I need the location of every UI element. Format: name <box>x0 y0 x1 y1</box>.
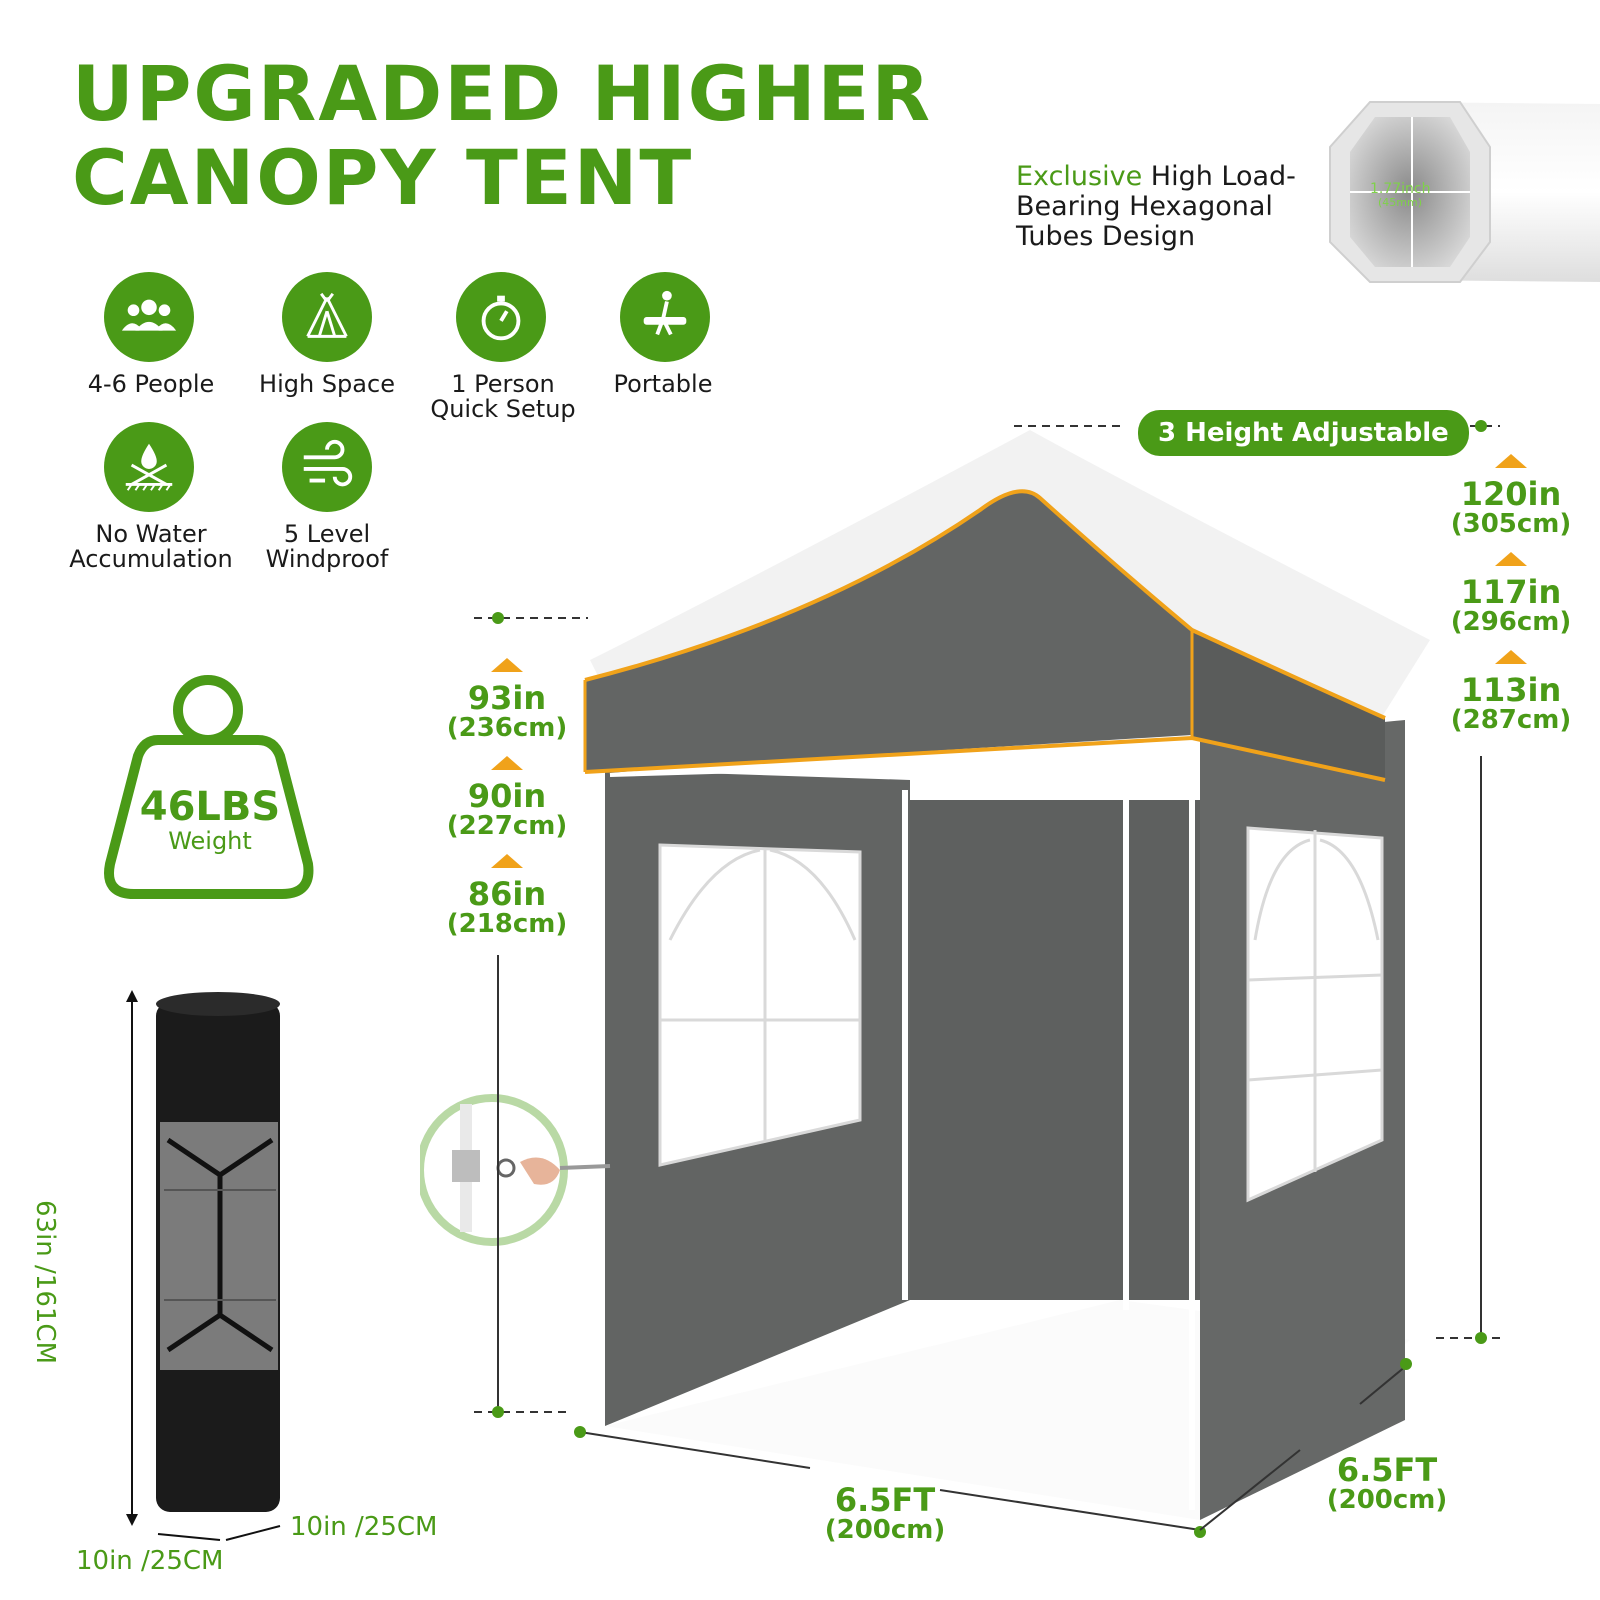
peak-height-2-sub: (296cm) <box>1450 607 1572 637</box>
depth-sub: (200cm) <box>1326 1485 1448 1515</box>
feature-no-water: No Water Accumulation <box>56 422 246 572</box>
feature-portable-label: Portable <box>613 370 713 398</box>
up-arrow-icon <box>1495 552 1527 566</box>
height-adjustable-pill: 3 Height Adjustable <box>1138 410 1469 456</box>
bag-width-label: 10in /25CM <box>290 1512 438 1542</box>
leg-height-1-sub: (236cm) <box>446 713 568 743</box>
peak-height-list: 120in (305cm) 117in (296cm) 113in (287cm… <box>1436 454 1586 734</box>
feature-windproof: 5 Level Windproof <box>232 422 422 572</box>
tube-inch-label: 1.77inch <box>1370 181 1431 197</box>
peak-height-2-value: 117in <box>1460 573 1562 611</box>
feature-windproof-line2: Windproof <box>265 545 389 573</box>
feature-windproof-label: 5 Level Windproof <box>232 522 422 572</box>
carry-bag-image <box>126 990 281 1541</box>
title-line-1: UPGRADED HIGHER <box>72 49 932 138</box>
peak-height-1-sub: (305cm) <box>1450 509 1572 539</box>
feature-people: 4-6 People <box>56 272 246 397</box>
leg-height-2-sub: (227cm) <box>446 811 568 841</box>
feature-quick-setup: 1 Person Quick Setup <box>408 272 598 422</box>
width-dimension: 6.5FT (200cm) <box>810 1484 960 1544</box>
feature-windproof-line1: 5 Level <box>283 520 371 548</box>
hex-tube-image: 1.77inch (45mm) <box>1329 101 1600 283</box>
bag-height-label: 63in /161CM <box>30 1200 60 1365</box>
page-title: UPGRADED HIGHER CANOPY TENT <box>72 52 932 220</box>
width-value: 6.5FT <box>834 1481 936 1519</box>
up-arrow-icon <box>491 854 523 868</box>
width-sub: (200cm) <box>824 1515 946 1545</box>
leg-height-3-sub: (218cm) <box>446 909 568 939</box>
up-arrow-icon <box>491 658 523 672</box>
weight-text: 46LBS Weight <box>120 786 300 854</box>
leg-height-2-value: 90in <box>467 777 547 815</box>
leg-height-1-value: 93in <box>467 679 547 717</box>
stopwatch-icon <box>456 272 546 362</box>
feature-no-water-line1: No Water <box>95 520 207 548</box>
feature-no-water-label: No Water Accumulation <box>56 522 246 572</box>
peak-height-3-value: 113in <box>1460 671 1562 709</box>
feature-quick-setup-line1: 1 Person <box>451 370 555 398</box>
up-arrow-icon <box>1495 650 1527 664</box>
weight-label: Weight <box>168 827 252 855</box>
bag-depth-label: 10in /25CM <box>76 1546 224 1576</box>
feature-high-space-label: High Space <box>259 370 395 398</box>
wind-icon <box>282 422 372 512</box>
leg-height-list: 93in (236cm) 90in (227cm) 86in (218cm) <box>432 658 582 938</box>
hex-caption-line2: Bearing Hexagonal <box>1016 191 1273 222</box>
tube-mm-label: (45mm) <box>1378 196 1422 209</box>
people-icon <box>104 272 194 362</box>
peak-height-3-sub: (287cm) <box>1450 705 1572 735</box>
weight-value: 46LBS <box>139 784 281 830</box>
title-line-2: CANOPY TENT <box>72 133 694 222</box>
depth-dimension: 6.5FT (200cm) <box>1312 1454 1462 1514</box>
feature-high-space: High Space <box>232 272 422 397</box>
hex-highlight: Exclusive <box>1016 161 1143 192</box>
hex-caption-line3: Tubes Design <box>1016 221 1196 252</box>
feature-portable: Portable <box>568 272 758 397</box>
leg-height-3-value: 86in <box>467 875 547 913</box>
feature-people-label: 4-6 People <box>87 370 215 398</box>
up-arrow-icon <box>491 756 523 770</box>
tent-icon <box>282 272 372 362</box>
carry-person-icon <box>620 272 710 362</box>
tent-image <box>420 420 1506 1538</box>
weight-icon <box>104 675 314 899</box>
depth-value: 6.5FT <box>1336 1451 1438 1489</box>
water-drop-icon <box>104 422 194 512</box>
peak-height-1-value: 120in <box>1460 475 1562 513</box>
feature-quick-setup-line2: Quick Setup <box>430 395 576 423</box>
hex-tube-caption: Exclusive High Load- Bearing Hexagonal T… <box>1016 162 1316 252</box>
feature-no-water-line2: Accumulation <box>69 545 233 573</box>
feature-quick-setup-label: 1 Person Quick Setup <box>408 372 598 422</box>
up-arrow-icon <box>1495 454 1527 468</box>
hex-caption-rest: High Load- <box>1142 161 1296 192</box>
